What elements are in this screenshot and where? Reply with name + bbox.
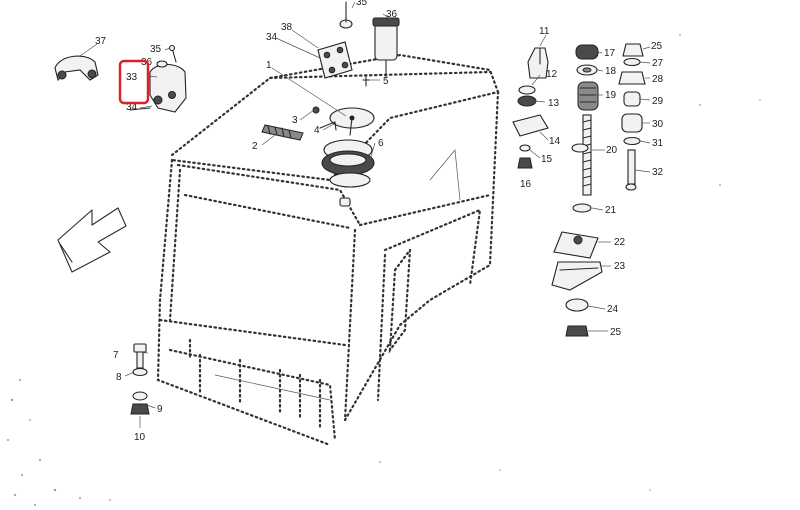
callout-13: 13 — [548, 98, 560, 109]
mount-stack-middle — [571, 44, 599, 213]
bolt-32 — [627, 149, 636, 185]
bolt-11 — [527, 47, 549, 79]
nut-25b — [565, 325, 589, 337]
callout-5: 5 — [383, 76, 389, 87]
sender-unit — [374, 21, 398, 61]
rubber-13 — [517, 95, 537, 107]
callout-1: 1 — [266, 60, 272, 71]
callout-27: 27 — [652, 58, 664, 69]
callout-7: 7 — [113, 350, 119, 361]
callout-16: 16 — [520, 179, 532, 190]
screw-3 — [312, 106, 320, 114]
clamp-14 — [512, 114, 549, 137]
scan-noise — [7, 34, 761, 506]
rubber-30 — [621, 113, 643, 133]
callout-24: 24 — [607, 304, 619, 315]
washer-24 — [565, 298, 589, 312]
filler-ring — [329, 172, 371, 188]
leader-lines — [79, 1, 651, 428]
callout-38: 38 — [281, 22, 293, 33]
bush-28 — [618, 71, 646, 85]
direction-arrow — [57, 207, 127, 273]
mount-stack-right — [618, 43, 646, 191]
callout-11: 11 — [539, 26, 550, 37]
lower-mount-assembly — [551, 231, 603, 337]
callout-32: 32 — [652, 167, 664, 178]
washer-31 — [623, 136, 641, 146]
callout-labels: 1 2 3 4 5 6 7 8 9 10 11 12 13 14 15 16 1… — [95, 0, 664, 443]
callout-6: 6 — [378, 138, 384, 149]
stud-20 — [582, 114, 592, 196]
callout-35-left: 35 — [150, 44, 162, 55]
rubber-29 — [623, 91, 641, 107]
callout-28: 28 — [652, 74, 664, 85]
callout-37: 37 — [95, 36, 107, 47]
nut-16 — [517, 157, 533, 169]
callout-35-top: 35 — [356, 0, 368, 8]
bracket-33 — [149, 63, 187, 113]
washer-21 — [572, 203, 592, 213]
callout-4: 4 — [314, 125, 320, 136]
callout-34-left: 34 — [126, 102, 138, 113]
callout-25-top: 25 — [651, 41, 663, 52]
callout-29: 29 — [652, 96, 664, 107]
callout-30: 30 — [652, 119, 664, 130]
nut-25 — [622, 43, 644, 57]
bracket-37 — [54, 55, 99, 82]
callout-22: 22 — [614, 237, 626, 248]
callout-3: 3 — [292, 115, 298, 126]
filler-cap-assembly — [261, 106, 375, 207]
rubber-19 — [577, 81, 599, 111]
callout-8: 8 — [116, 372, 122, 383]
callout-21: 21 — [605, 205, 617, 216]
callout-19: 19 — [605, 90, 617, 101]
callout-31: 31 — [652, 138, 664, 149]
bracket-23 — [551, 261, 603, 291]
callout-15: 15 — [541, 154, 553, 165]
callout-36-top: 36 — [386, 9, 398, 20]
left-bracket-assembly — [54, 44, 187, 113]
rubber-22 — [553, 231, 599, 259]
callout-10: 10 — [134, 432, 146, 443]
tank-body — [156, 53, 500, 447]
highlight-box-33 — [118, 59, 150, 105]
callout-18: 18 — [605, 66, 617, 77]
callout-9: 9 — [157, 404, 163, 415]
callout-17: 17 — [604, 48, 616, 59]
callout-2: 2 — [252, 141, 258, 152]
mount-stack-left — [512, 47, 549, 169]
sender-plate — [317, 41, 353, 79]
callout-14: 14 — [549, 136, 561, 147]
callout-23: 23 — [614, 261, 626, 272]
bolt-nut-lower-left — [130, 343, 150, 415]
callout-34-top: 34 — [266, 32, 278, 43]
rubber-17 — [575, 44, 599, 60]
callout-12: 12 — [546, 69, 558, 80]
callout-20: 20 — [606, 145, 618, 156]
callout-25-bottom: 25 — [610, 327, 622, 338]
sender-assembly — [317, 1, 400, 87]
callout-33: 33 — [126, 72, 138, 83]
